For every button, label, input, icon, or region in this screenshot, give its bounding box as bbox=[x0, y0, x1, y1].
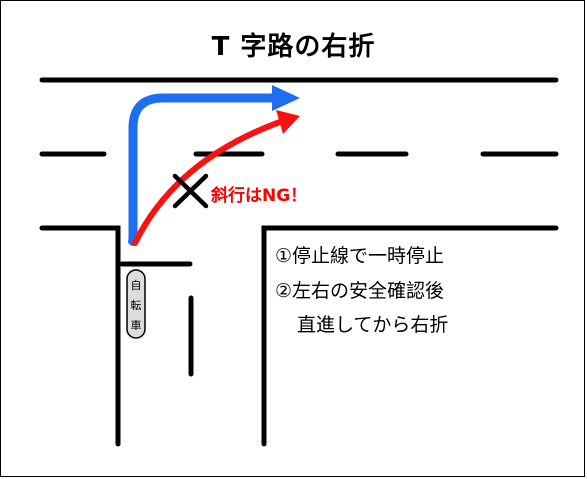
diagram-title: T 字路の右折 bbox=[211, 32, 376, 62]
wrong-route-arrowhead bbox=[276, 110, 300, 134]
correct-route-arrow bbox=[128, 93, 276, 240]
correct-route-arrowhead bbox=[272, 85, 300, 111]
bicycle-marker bbox=[126, 269, 146, 339]
instruction-step-1: ①停止線で一時停止 bbox=[275, 245, 445, 267]
bicycle-label-char: 転 bbox=[130, 299, 142, 312]
bicycle-label-char: 自 bbox=[130, 279, 142, 292]
wrong-route-arrow bbox=[132, 119, 283, 246]
road-right-corner bbox=[261, 225, 559, 447]
ng-cross-icon bbox=[172, 173, 209, 209]
ng-warning-label: 斜行はNG！ bbox=[211, 186, 308, 206]
bicycle-label-char: 車 bbox=[130, 319, 142, 332]
instruction-step-2-continued: 直進してから右折 bbox=[278, 314, 449, 336]
road-left-corner bbox=[39, 225, 121, 447]
instruction-step-2: ②左右の安全確認後 bbox=[275, 280, 445, 302]
